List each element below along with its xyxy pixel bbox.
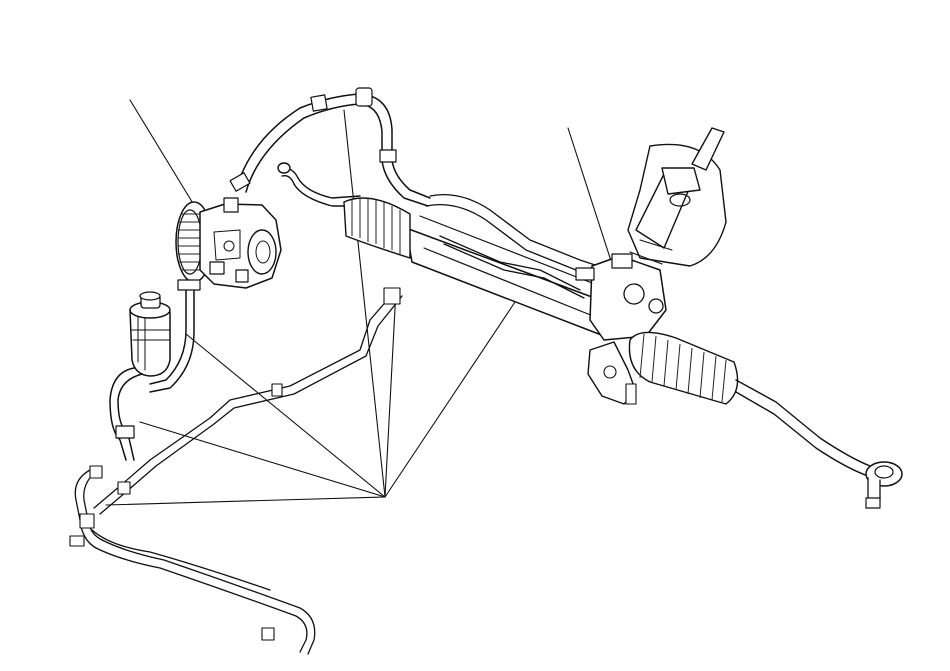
right-boot [628,331,739,405]
hose-leader-line [343,109,386,498]
pump-leader-line [129,99,198,211]
hose-leader-line [384,289,397,498]
steering-input-shaft [627,127,727,267]
tie-rod-end [865,461,903,509]
pressure-hose [229,87,431,207]
tie-rod [735,379,871,467]
feed-pipe [277,162,361,207]
hose-leader-line [105,496,386,506]
reservoir-body [129,309,171,377]
left-boot [343,197,411,259]
power-steering-pump [175,197,282,289]
hose-leader-line [384,295,520,498]
rack-tube [405,227,605,337]
steering-gearbox [343,127,903,509]
hose-leader-line [139,421,386,498]
gearbox-leader-line [567,127,613,265]
callout-leaders [105,99,613,506]
return-hoses [109,279,201,461]
fluid-reservoir [129,291,171,377]
hose-leader-line [185,333,386,498]
hard-lines [69,287,403,655]
